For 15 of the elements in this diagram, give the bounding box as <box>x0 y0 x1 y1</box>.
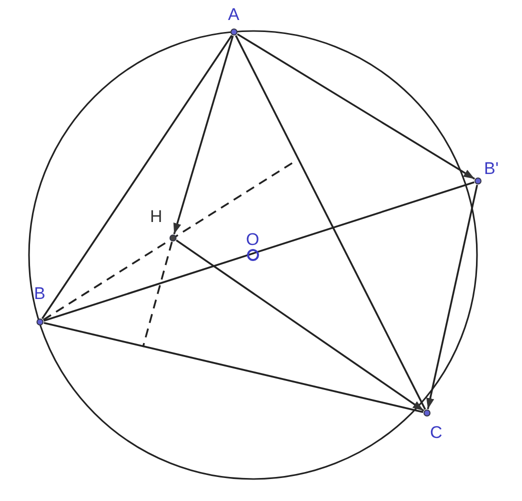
line-segment <box>235 35 426 410</box>
point-label: C <box>430 424 442 442</box>
point-label: O <box>246 231 260 249</box>
line-segment <box>44 181 474 322</box>
dashed-line <box>142 242 173 348</box>
point-label: H <box>150 208 162 226</box>
line-segment <box>41 34 233 320</box>
vector-arrow <box>426 184 478 410</box>
line-segment <box>44 322 424 413</box>
vector-arrow <box>173 36 234 234</box>
vector-arrow <box>176 240 424 412</box>
point-label: A <box>228 6 240 24</box>
vector-arrow <box>236 33 476 180</box>
point-label: B <box>34 285 46 303</box>
point-label: B' <box>484 160 499 178</box>
